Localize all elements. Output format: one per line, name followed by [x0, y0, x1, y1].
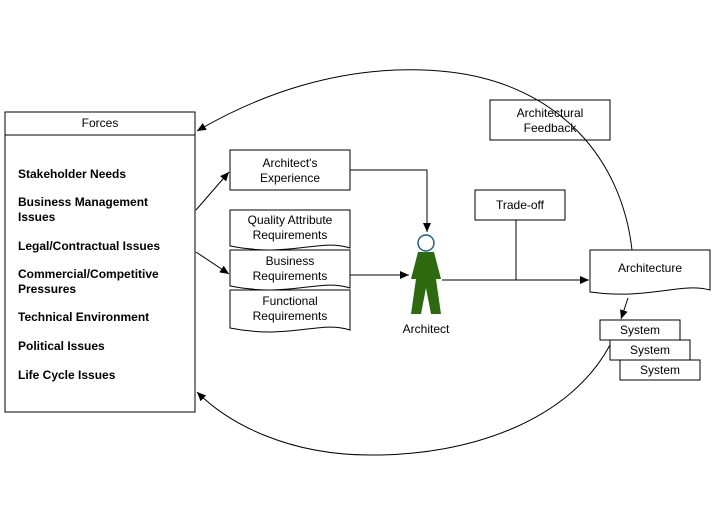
- forces-title: Forces: [82, 116, 119, 130]
- quality-requirements-shape: [229, 209, 351, 251]
- system-label-3: System: [640, 363, 680, 377]
- force-business-management-line2: Issues: [18, 210, 56, 224]
- functional-requirements-line2: Requirements: [253, 309, 328, 323]
- force-legal-contractual: Legal/Contractual Issues: [18, 239, 160, 253]
- business-requirements-line2: Requirements: [253, 269, 328, 283]
- system-label-1: System: [620, 323, 660, 337]
- system-arc-to-forces: [196, 344, 611, 456]
- arrow-forces-to-experience: [195, 171, 230, 211]
- architect-body: [411, 252, 441, 314]
- force-stakeholder-needs: Stakeholder Needs: [18, 167, 126, 181]
- feedback-box: Architectural Feedback: [489, 99, 611, 141]
- tradeoff-label: Trade-off: [496, 198, 545, 212]
- arrow-forces-to-requirements: [195, 251, 230, 275]
- force-political-issues: Political Issues: [18, 339, 105, 353]
- force-commercial-line2: Pressures: [18, 282, 76, 296]
- feedback-arc-to-forces: [196, 69, 633, 251]
- force-commercial-line1: Commercial/Competitive: [18, 267, 159, 281]
- functional-requirements-line1: Functional: [262, 294, 317, 308]
- experience-line2: Experience: [260, 171, 320, 185]
- system-label-2: System: [630, 343, 670, 357]
- arrow-experience-to-architect: [350, 169, 431, 232]
- functional-requirements-shape: [229, 289, 351, 333]
- requirements-stack: Quality Attribute Requirements Business …: [229, 209, 351, 333]
- tradeoff-box: Trade-off: [474, 189, 566, 221]
- systems-stack: System System System: [599, 319, 701, 381]
- feedback-line1: Architectural: [517, 106, 584, 120]
- force-technical-environment: Technical Environment: [18, 310, 149, 324]
- experience-line1: Architect's: [263, 156, 318, 170]
- connectors: [195, 69, 633, 456]
- architecture-label: Architecture: [618, 261, 682, 275]
- force-life-cycle: Life Cycle Issues: [18, 368, 116, 382]
- quality-requirements-line2: Requirements: [253, 228, 328, 242]
- forces-box: Forces Stakeholder Needs Business Manage…: [4, 111, 196, 413]
- force-business-management-line1: Business Management: [18, 195, 148, 209]
- experience-box: Architect's Experience: [229, 149, 351, 191]
- quality-requirements-line1: Quality Attribute: [248, 213, 333, 227]
- architecture-box: Architecture: [589, 249, 711, 295]
- feedback-line2: Feedback: [524, 121, 578, 135]
- architect-head: [417, 234, 435, 252]
- arrow-architecture-to-system: [620, 297, 629, 320]
- business-requirements-shape: [229, 249, 351, 291]
- architect-label: Architect: [403, 322, 450, 336]
- architect-figure-icon: [411, 234, 441, 314]
- business-requirements-line1: Business: [266, 254, 315, 268]
